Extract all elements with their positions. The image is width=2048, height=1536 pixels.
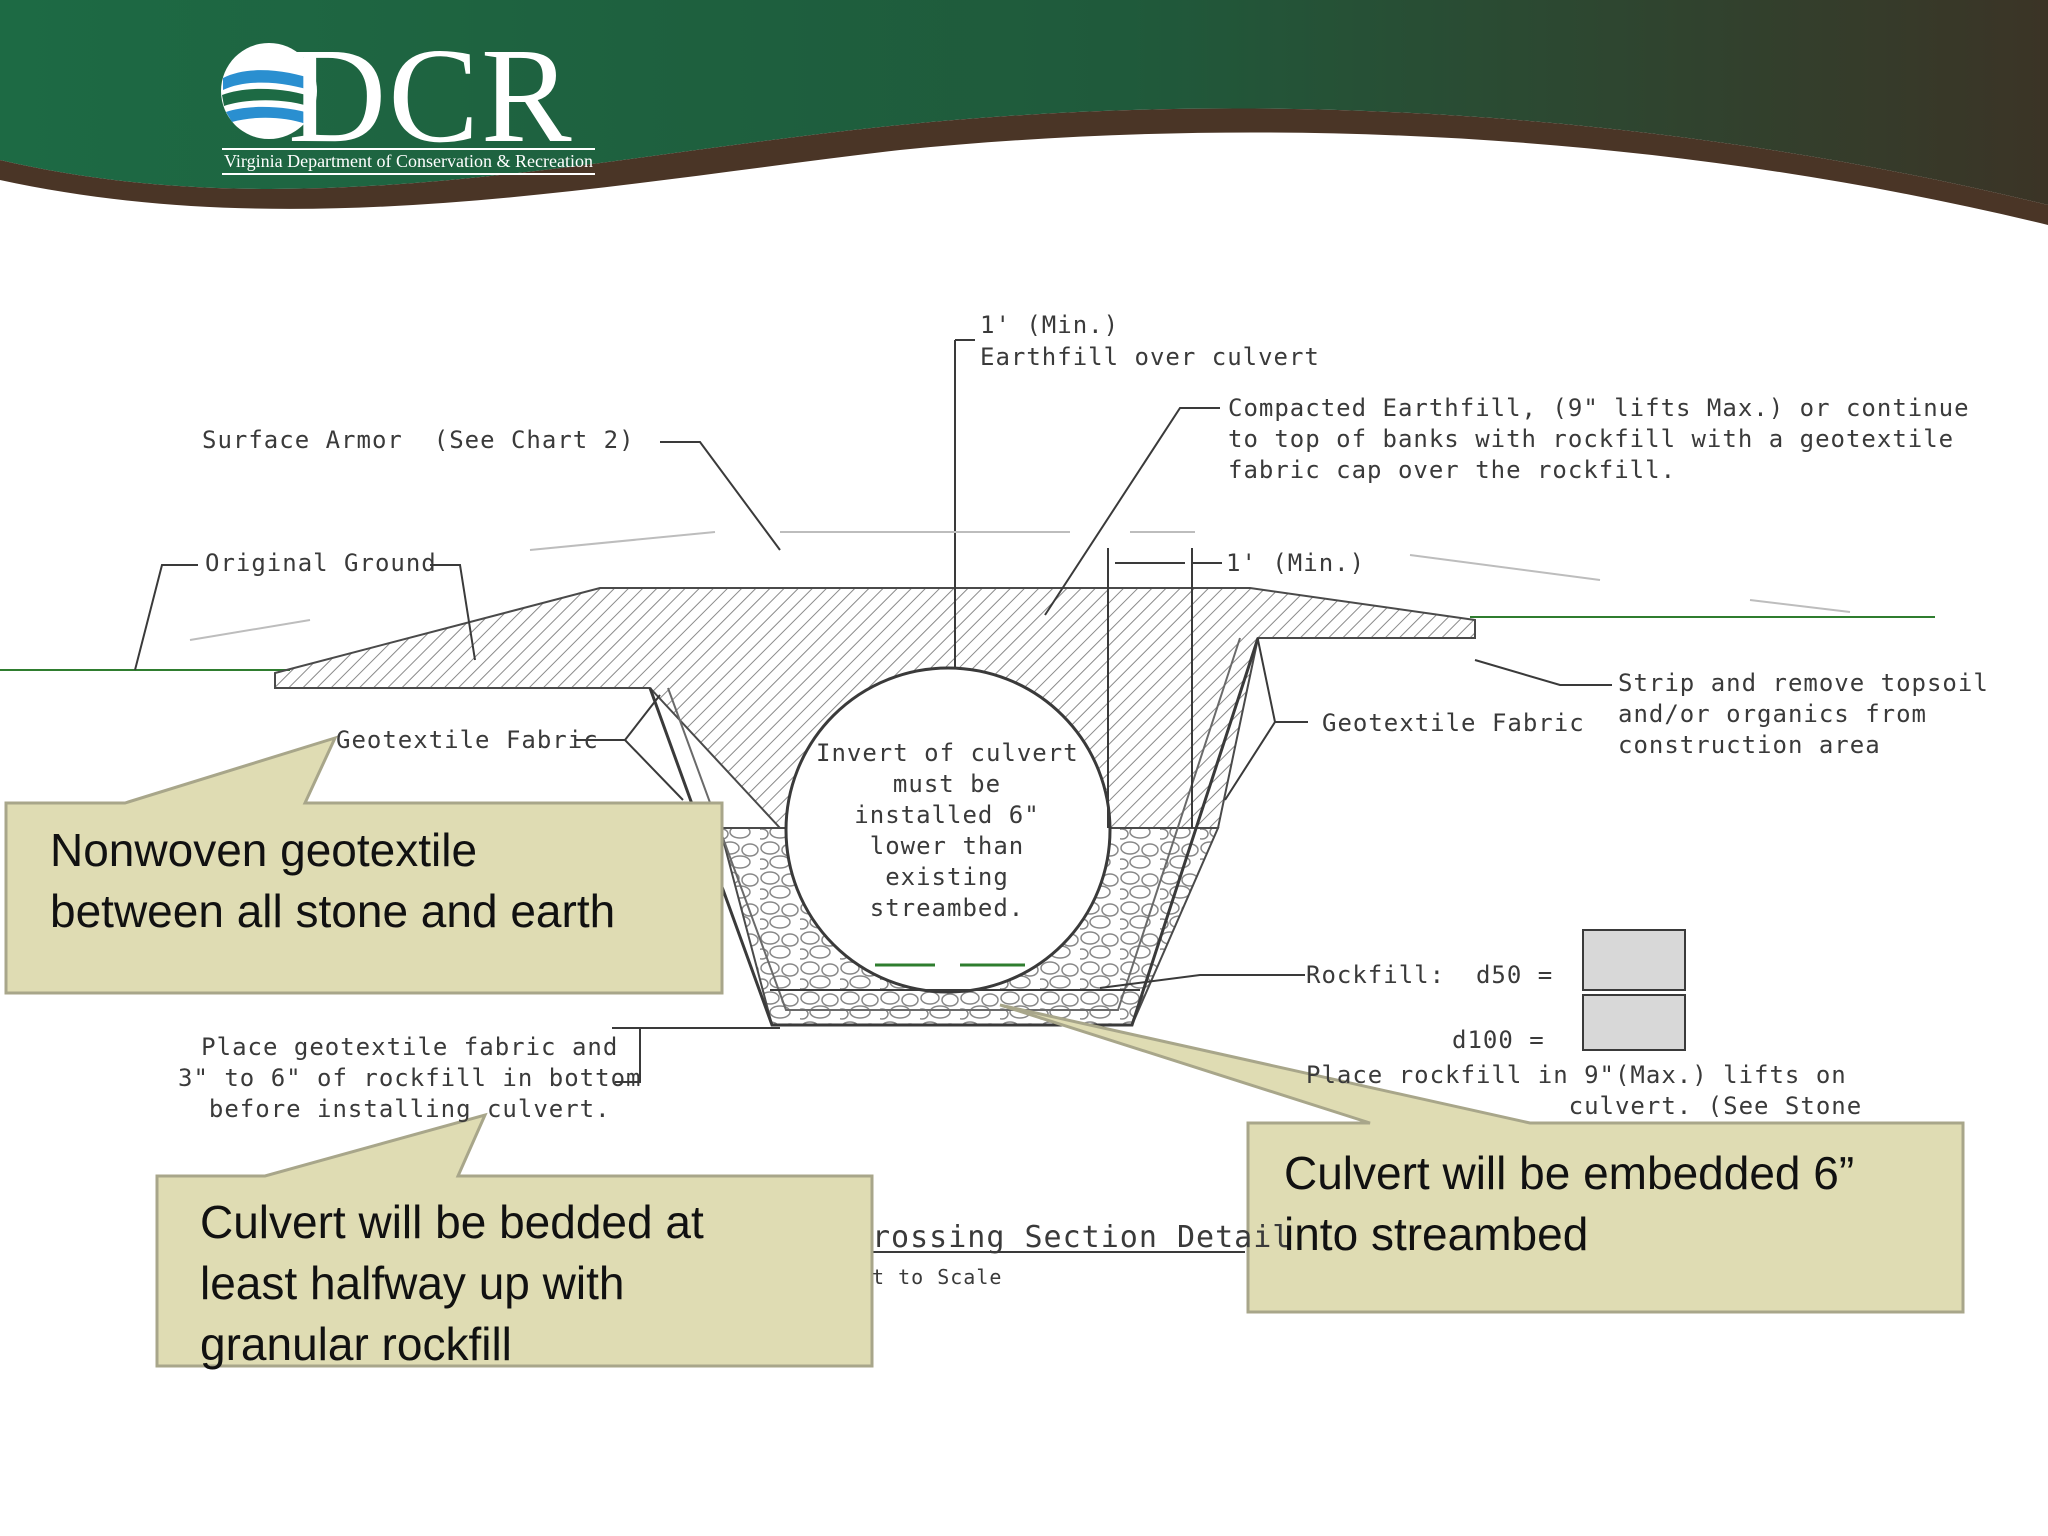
geotextile-line	[667, 637, 1241, 1011]
label-strip-topsoil: Strip and remove topsoil and/or organics…	[1618, 669, 1989, 759]
callout-bedded-text: Culvert will be bedded at least halfway …	[200, 1196, 704, 1370]
header-banner: DCR Virginia Department of Conservation …	[0, 0, 2048, 230]
label-place-rockfill: Place rockfill in 9"(Max.) lifts on culv…	[1306, 1061, 1863, 1120]
label-not-to-scale: t to Scale	[872, 1265, 1003, 1289]
label-invert: Invert of culvert must be installed 6" l…	[816, 739, 1079, 922]
leader-place-geotextile	[615, 1040, 641, 1083]
label-geotextile-left: Geotextile Fabric	[336, 726, 599, 754]
callout-embedded-text: Culvert will be embedded 6” into streamb…	[1284, 1147, 1855, 1260]
leader-original-ground-b	[430, 564, 476, 661]
logo-text: DCR	[288, 21, 574, 171]
logo-globe-icon	[221, 43, 317, 139]
label-section-title: rossing Section Detail	[872, 1220, 1292, 1255]
label-original-ground: Original Ground	[205, 549, 437, 577]
label-rockfill-d50: Rockfill: d50 =	[1306, 961, 1554, 989]
label-surface-armor: Surface Armor (See Chart 2)	[202, 426, 635, 454]
label-place-geotextile: Place geotextile fabric and 3" to 6" of …	[178, 1033, 642, 1123]
callout-shapes	[4, 735, 1965, 1368]
callout-geotextile-box	[4, 735, 724, 995]
label-compacted-earthfill: Compacted Earthfill, (9" lifts Max.) or …	[1228, 394, 1970, 484]
callout-geotextile-text: Nonwoven geotextile between all stone an…	[50, 824, 616, 937]
leader-original-ground-a	[134, 564, 198, 671]
header-background	[0, 0, 2048, 225]
leader-surface-armor	[660, 441, 781, 551]
callout-embedded-box	[999, 1003, 1965, 1314]
label-min-side: 1' (Min.)	[1226, 549, 1366, 577]
leader-compacted	[1044, 407, 1220, 616]
label-geotextile-right: Geotextile Fabric	[1322, 709, 1585, 737]
label-earthfill-over: Earthfill over culvert	[980, 343, 1320, 371]
d50-box	[1582, 929, 1686, 991]
leader-strip	[1474, 659, 1612, 686]
d100-box	[1582, 994, 1686, 1051]
culvert-pipe	[784, 666, 1112, 994]
label-d100: d100 =	[1452, 1026, 1545, 1054]
label-min-cover: 1' (Min.)	[980, 311, 1120, 339]
logo-subtitle: Virginia Department of Conservation & Re…	[222, 148, 595, 175]
callout-bedded-box	[155, 1112, 874, 1368]
leader-rockfill	[1099, 974, 1305, 989]
